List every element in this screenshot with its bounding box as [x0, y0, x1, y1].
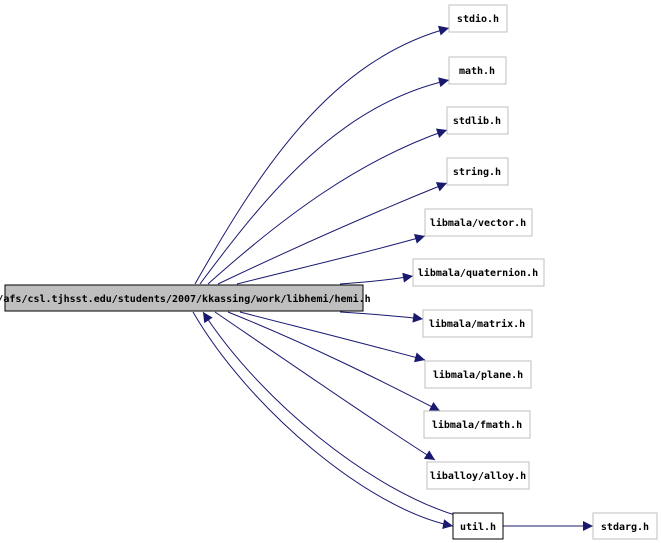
- edge-root-to-util: [192, 311, 454, 530]
- edge-root-to-plane: [239, 311, 426, 363]
- node-quaternion-h-label: libmala/quaternion.h: [418, 267, 538, 279]
- node-stdlib-h[interactable]: stdlib.h: [446, 106, 509, 135]
- edge-root-to-alloy: [214, 311, 436, 461]
- node-vector-h-box: [424, 208, 533, 237]
- node-string-h-label: string.h: [453, 166, 501, 178]
- node-stdarg-h[interactable]: stdarg.h: [592, 512, 658, 540]
- node-util-h-label: util.h: [460, 521, 496, 533]
- node-fmath-h[interactable]: libmala/fmath.h: [423, 410, 531, 439]
- node-util-h[interactable]: util.h: [452, 512, 504, 540]
- node-plane-h-box: [424, 360, 532, 389]
- node-stdarg-h-box: [592, 512, 658, 540]
- node-stdio-h-label: stdio.h: [457, 13, 499, 25]
- node-alloy-h[interactable]: liballoy/alloy.h: [426, 461, 530, 490]
- edge-root-to-string: [217, 182, 448, 285]
- node-matrix-h-label: libmala/matrix.h: [429, 318, 525, 330]
- node-quaternion-h-box: [412, 258, 545, 287]
- node-matrix-h-box: [422, 309, 533, 338]
- node-hemi-h-box: [4, 284, 364, 312]
- node-plane-h-label: libmala/plane.h: [433, 369, 523, 381]
- node-stdarg-h-label: stdarg.h: [601, 522, 649, 533]
- edge-root-to-quaternion: [339, 272, 414, 285]
- node-stdlib-h-box: [446, 106, 509, 135]
- node-fmath-h-box: [423, 410, 531, 439]
- node-plane-h[interactable]: libmala/plane.h: [424, 360, 532, 389]
- edge-root-to-fmath: [227, 311, 441, 412]
- node-hemi-h[interactable]: /afs/csl.tjhsst.edu/students/2007/kkassi…: [0, 284, 371, 312]
- node-string-h-box: [446, 157, 509, 186]
- node-fmath-h-label: libmala/fmath.h: [432, 419, 522, 431]
- edges-layer: [192, 25, 593, 531]
- node-alloy-h-box: [426, 461, 530, 490]
- edge-root-to-vector: [236, 233, 426, 285]
- node-stdio-h-box: [448, 4, 508, 33]
- node-quaternion-h[interactable]: libmala/quaternion.h: [412, 258, 545, 287]
- node-hemi-h-label: /afs/csl.tjhsst.edu/students/2007/kkassi…: [0, 293, 371, 305]
- edge-root-to-math: [199, 77, 450, 285]
- node-alloy-h-label: liballoy/alloy.h: [430, 470, 526, 482]
- node-vector-h-label: libmala/vector.h: [430, 217, 526, 229]
- node-math-h[interactable]: math.h: [448, 56, 507, 85]
- node-stdlib-h-label: stdlib.h: [453, 115, 501, 127]
- edge-root-to-matrix: [339, 311, 424, 323]
- node-stdio-h[interactable]: stdio.h: [448, 4, 508, 33]
- node-vector-h[interactable]: libmala/vector.h: [424, 208, 533, 237]
- edge-root-to-stdio: [194, 25, 450, 285]
- nodes-layer: /afs/csl.tjhsst.edu/students/2007/kkassi…: [0, 4, 658, 540]
- node-matrix-h[interactable]: libmala/matrix.h: [422, 309, 533, 338]
- edge-root-to-stdlib: [207, 128, 448, 285]
- node-math-h-label: math.h: [459, 66, 495, 77]
- edge-util-to-root: [202, 311, 459, 517]
- node-string-h[interactable]: string.h: [446, 157, 509, 186]
- node-math-h-box: [448, 56, 507, 85]
- node-util-h-box: [452, 512, 504, 540]
